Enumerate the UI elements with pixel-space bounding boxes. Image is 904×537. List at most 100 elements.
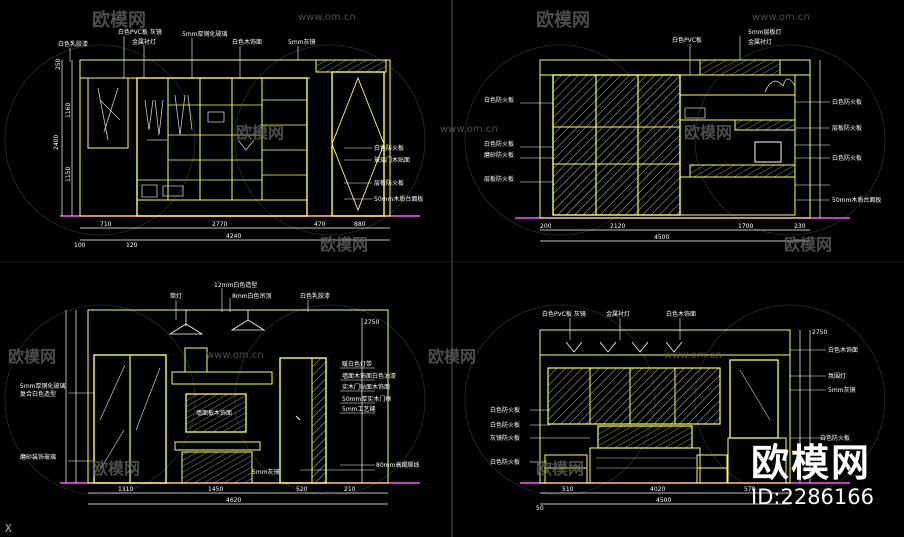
- bl-left-label: 复合白色造型: [20, 390, 56, 398]
- tr-dim: 1700: [738, 223, 753, 230]
- bl-top-label: 白色乳胶漆: [300, 292, 330, 300]
- br-top-label: 金属衬灯: [606, 310, 630, 318]
- tl-right-label: 层板防火板: [374, 179, 404, 187]
- tl-dim: 120: [126, 242, 138, 249]
- br-left-label: 白色防火板: [490, 406, 520, 414]
- watermark-url: www.om.cn: [752, 12, 810, 23]
- bed: [597, 425, 693, 449]
- tl-top-label: 白色PVC板 灰镜: [118, 28, 162, 36]
- br-right-label: 氛围灯: [828, 372, 846, 380]
- br-top-label: 白色PVC板 灰镜: [542, 310, 586, 318]
- tr-left-label: 磨砂防火板: [484, 151, 514, 159]
- tr-right-label: 白色防火板: [832, 98, 862, 106]
- tr-dim: 2120: [610, 223, 625, 230]
- tl-dim: 2400: [53, 135, 60, 150]
- watermark-brand: 欧模网: [236, 123, 284, 142]
- br-left-label: 灰镜防火板: [490, 434, 520, 442]
- tl-dim: 880: [354, 221, 366, 228]
- brand-name: 欧模网: [751, 441, 872, 485]
- panel-top-left: [60, 36, 420, 241]
- tr-left-label: 层板防火板: [484, 175, 514, 183]
- watermark-brand: 欧模网: [8, 347, 56, 366]
- panel-bottom-right: [520, 318, 850, 505]
- watermark-brand: 欧模网: [684, 123, 732, 142]
- tr-left-label: 白色防火板: [484, 140, 514, 148]
- tl-dim: 710: [100, 221, 112, 228]
- panel-top-right: [515, 36, 850, 242]
- br-dim: 2750: [812, 329, 827, 336]
- pendant-lamps: [168, 310, 266, 335]
- watermark-brand: 欧模网: [320, 235, 368, 254]
- br-right-label: 白色防火板: [820, 434, 850, 442]
- bl-tv-label: 墙面板木饰面: [196, 409, 232, 417]
- bl-right-label: 80mm高踢脚线: [376, 461, 419, 469]
- tl-dim: 2770: [212, 221, 227, 228]
- bl-dim: 2750: [364, 319, 379, 326]
- tl-top-label: 金属衬灯: [132, 38, 156, 46]
- bl-dim: 1310: [118, 486, 133, 493]
- bl-top-label: 12mm白色造型: [214, 281, 257, 289]
- nightstand-left: [544, 454, 588, 484]
- tl-right-label: 50mm木质台面板: [374, 195, 423, 203]
- watermark-brand: 欧模网: [92, 9, 146, 31]
- watermark-url: www.om.cn: [206, 350, 264, 361]
- nightstand-right: [696, 454, 728, 484]
- watermark-brand: 欧模网: [92, 459, 140, 478]
- panel-top-right-labels: 白色PVC板 白色防火板 白色防火板 磨砂防火板 层板防火板 5mm层板灯 金属…: [484, 28, 881, 241]
- tl-top-label: 5mm灰镜: [288, 38, 316, 46]
- bl-right-label: 墙面木饰面白色油漆: [342, 372, 396, 380]
- tl-top-label: 白色木饰面: [232, 38, 262, 46]
- watermark-brand: 欧模网: [536, 459, 584, 478]
- br-right-label: 白色木饰面: [828, 346, 858, 354]
- br-dim: 50: [536, 505, 544, 512]
- tl-right-label: 白色防火板: [374, 144, 404, 152]
- bl-left-label: 磨砂装饰玻璃: [20, 453, 56, 461]
- tr-dim: 230: [794, 223, 806, 230]
- sliding-wardrobe: [552, 74, 681, 216]
- tl-right-label: 玻璃门木贴面: [374, 156, 410, 164]
- tr-right-label: 50mm木质台面板: [832, 196, 881, 204]
- tv-cabinet: [181, 451, 253, 484]
- tr-top-label: 白色PVC板: [672, 36, 702, 44]
- br-left-label: 白色防火板: [490, 421, 520, 429]
- br-dim: 570: [744, 486, 756, 493]
- axis-mark: X: [5, 522, 12, 535]
- bl-right-label: 50mm厚实木门框: [342, 395, 391, 403]
- watermark-url: www.om.cn: [440, 124, 498, 135]
- bl-right-label: 5mm灰镜: [252, 468, 280, 476]
- tv-screen: [185, 393, 247, 433]
- watermark-url: www.om.cn: [664, 350, 722, 361]
- panel-bottom-left-labels: 筒灯 12mm白色造型 8mm白色吊顶 白色乳胶漆 5mm厚钢化玻璃 复合白色造…: [20, 281, 419, 504]
- tl-dim: 470: [314, 221, 326, 228]
- tr-total: 4500: [654, 234, 669, 241]
- bl-dim: 520: [296, 486, 308, 493]
- bl-top-label: 8mm白色吊顶: [232, 292, 272, 300]
- tl-top-label: 5mm厚钢化玻璃: [182, 30, 228, 38]
- tl-dim: 1160: [65, 103, 72, 118]
- bl-right-label: 5mm工艺缝: [342, 405, 376, 413]
- brand-id: ID:2286166: [751, 485, 874, 509]
- bl-left-label: 5mm厚钢化玻璃: [20, 382, 66, 390]
- tl-dim: 100: [74, 242, 86, 249]
- br-dim: 510: [562, 486, 574, 493]
- panel-top-left-labels: 白色乳胶漆 白色PVC板 灰镜 金属衬灯 5mm厚钢化玻璃 白色木饰面 5mm灰…: [53, 28, 423, 249]
- wardrobe: [136, 77, 308, 217]
- tr-right-label: 5mm层板灯: [748, 28, 782, 36]
- wall-painting-small: [184, 347, 208, 373]
- watermark-brand: 欧模网: [428, 347, 476, 366]
- watermark-brand: 欧模网: [784, 235, 832, 254]
- computer-monitor: [754, 141, 782, 163]
- panel-bottom-left: [60, 288, 420, 505]
- door: [331, 71, 385, 217]
- watermark-url: www.om.cn: [298, 12, 356, 23]
- watermark-brand: 欧模网: [536, 9, 590, 31]
- tl-top-label: 白色乳胶漆: [58, 40, 88, 48]
- br-right-label: 5mm灰镜: [828, 386, 856, 394]
- tr-right-label: 金属衬灯: [748, 38, 772, 46]
- watermarks: 欧模网 www.om.cn 欧模网 www.om.cn 欧模网 www.om.c…: [8, 9, 832, 478]
- br-left-label: 白色防火板: [490, 458, 520, 466]
- br-total: 4500: [656, 497, 671, 504]
- wall-painting: [87, 77, 129, 149]
- bl-dim: 210: [344, 486, 356, 493]
